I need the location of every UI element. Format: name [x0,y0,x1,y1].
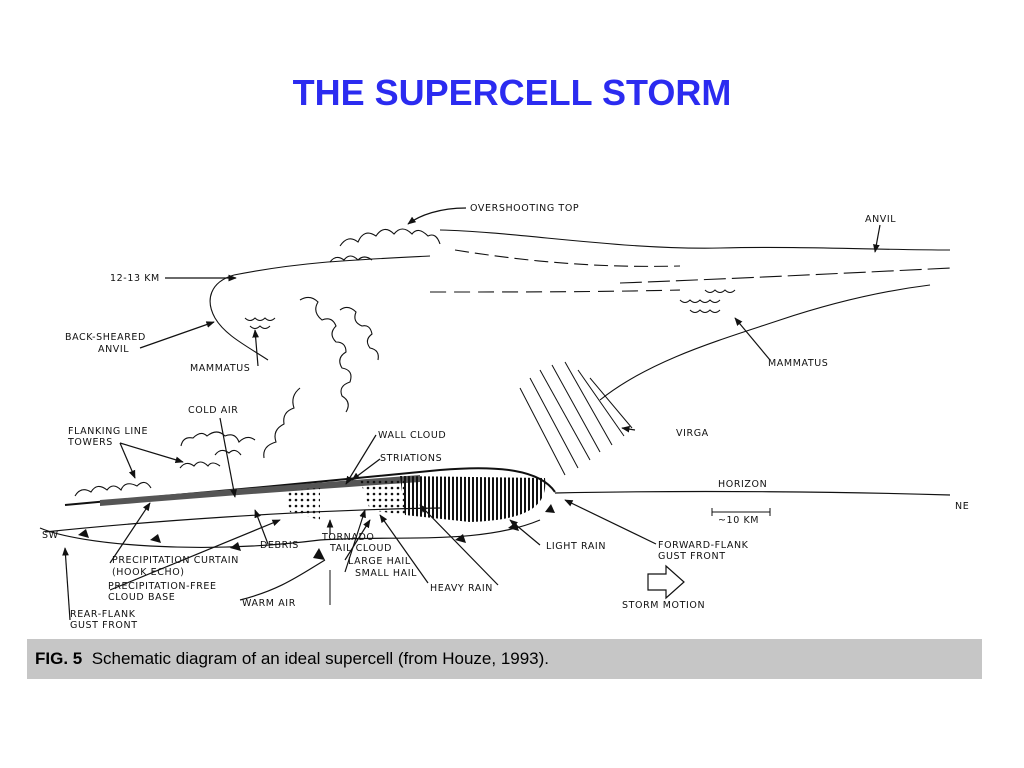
label-anvil: ANVIL [865,214,896,225]
mammatus-marks [244,289,736,329]
label-flanking-2: TOWERS [67,437,113,448]
label-cold-air: COLD AIR [188,405,238,416]
label-rear-flank-1: REAR-FLANK [70,609,136,620]
virga-streaks [519,361,633,476]
label-precip-curtain-1: PRECIPITATION CURTAIN [112,555,239,566]
label-sw: SW [42,530,59,541]
label-large-hail: LARGE HAIL [348,556,411,567]
label-forward-flank-1: FORWARD-FLANK [658,540,749,551]
label-flanking-1: FLANKING LINE [68,426,148,437]
label-ne: NE [955,501,969,512]
label-heavy-rain: HEAVY RAIN [430,583,493,594]
label-warm-air: WARM AIR [242,598,296,609]
label-storm-motion: STORM MOTION [622,600,705,611]
horizon-line [554,490,951,496]
ground-line [44,507,441,533]
label-tornado: TORNADO [321,532,374,543]
supercell-diagram: OVERSHOOTING TOP ANVIL 12-13 KM BACK-SHE… [39,203,969,631]
label-virga: VIRGA [676,428,709,439]
label-tail-cloud: TAIL CLOUD [329,543,392,554]
label-mammatus-left: MAMMATUS [190,363,250,374]
label-light-rain: LIGHT RAIN [546,541,606,552]
label-precip-free-2: CLOUD BASE [108,592,175,603]
figure-caption: FIG. 5 Schematic diagram of an ideal sup… [35,649,549,669]
label-horizon: HORIZON [718,479,767,490]
diagram-labels: OVERSHOOTING TOP ANVIL 12-13 KM BACK-SHE… [42,203,969,631]
storm-motion-arrow [647,564,685,600]
label-back-sheared-1: BACK-SHEARED [65,332,146,343]
label-precip-free-1: PRECIPITATION-FREE [108,581,217,592]
label-mammatus-right: MAMMATUS [768,358,828,369]
label-debris: DEBRIS [260,540,299,551]
label-forward-flank-2: GUST FRONT [658,551,726,562]
gust-front-line [39,519,541,548]
label-back-sheared-2: ANVIL [98,344,129,355]
pointer-arrows [62,207,881,621]
label-precip-curtain-2: (HOOK ECHO) [112,567,185,578]
warm-air-arrow [239,548,331,605]
storm-base [64,467,556,522]
caption-fig-number: FIG. 5 [35,649,83,668]
caption-text: Schematic diagram of an ideal supercell … [91,649,550,668]
slide-title: THE SUPERCELL STORM [292,72,732,113]
scale-bar [711,508,771,516]
label-wall-cloud: WALL CLOUD [378,430,446,441]
caption-bar: FIG. 5 Schematic diagram of an ideal sup… [27,639,982,679]
label-small-hail: SMALL HAIL [355,568,417,579]
label-striations: STRIATIONS [380,453,442,464]
label-overshooting-top: OVERSHOOTING TOP [470,203,579,214]
label-rear-flank-2: GUST FRONT [70,620,138,631]
label-scale: ~10 KM [718,515,759,526]
label-height: 12-13 KM [110,273,160,284]
cloud-outlines [74,228,951,497]
horizon-lines [39,490,951,548]
